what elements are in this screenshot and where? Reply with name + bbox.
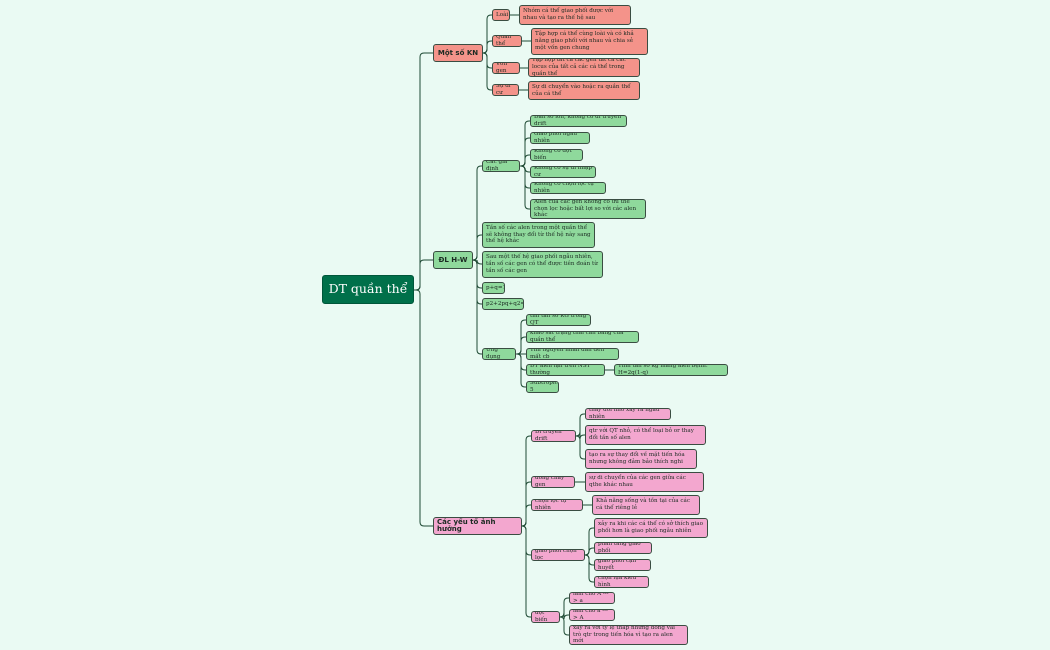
dot-bien-item[interactable]: xảy ra với tỷ lệ thấp nhưng đóng vai trò… <box>569 625 688 645</box>
connector-line <box>520 154 530 167</box>
connector-line <box>516 353 526 388</box>
giao-phoi-item[interactable]: giao phối cận huyết <box>594 559 651 571</box>
yt-dong-chay-gen[interactable]: dòng chảy gen <box>531 476 575 488</box>
drift-item[interactable]: tạo ra sự thay đổi về mặt tiến hóa nhưng… <box>585 449 697 469</box>
connector-line <box>559 616 569 636</box>
hw-gia-dinh-item[interactable]: Không có đột biến <box>530 149 583 161</box>
yt-giao-phoi-chon-loc[interactable]: giao phối chọn lọc <box>531 549 585 561</box>
connector-line <box>414 52 433 291</box>
connector-line <box>414 259 433 291</box>
kn-detail-von-gen[interactable]: Tập hợp tất cả các gen tất cả các locus … <box>528 58 640 77</box>
connector-line <box>414 289 433 527</box>
hw-gia-dinh-item[interactable]: Alen của các gen không có ưu thế chọn lọ… <box>530 199 646 219</box>
ung-dung-item[interactable]: Tìm nguyên nhân dẫn đến mất cb <box>526 348 619 360</box>
hw-gia-dinh-item[interactable]: Không có sự di nhập cư <box>530 166 596 178</box>
ung-dung-item[interactable]: DT alen lặn trên NST thường <box>526 364 605 376</box>
branch-cac-yeu-to[interactable]: Các yếu tố ảnh hưởng <box>433 517 522 535</box>
hw-formula-pq[interactable]: p+q=1 <box>482 282 505 294</box>
connector-line <box>575 435 585 460</box>
chon-loc-item[interactable]: Khả năng sống và tồn tại của các cá thể … <box>592 495 700 515</box>
hw-formula-square[interactable]: p2+2pq+q2=1 <box>482 298 524 310</box>
root-topic[interactable]: DT quần thể <box>322 275 414 304</box>
yt-di-truyen-drift[interactable]: Di truyền drift <box>531 430 576 442</box>
ung-dung-item[interactable]: tìm tần số KG trong QT <box>526 314 591 326</box>
ung-dung-item[interactable]: khảo sát trạng thái cân bằng của quần th… <box>526 331 639 343</box>
drift-item[interactable]: qtr với QT nhỏ, có thể loại bỏ or thay đ… <box>585 425 706 445</box>
connector-line <box>521 504 531 527</box>
hw-statement-1[interactable]: Tần số các alen trong một quần thể sẽ kh… <box>482 222 595 248</box>
connector-line <box>482 40 492 54</box>
dot-bien-item[interactable]: làm cho a ---> A <box>569 609 615 621</box>
ung-dung-item[interactable]: Subtropic 5 <box>526 381 559 393</box>
kn-detail-loai[interactable]: Nhóm cá thể giao phối được với nhau và t… <box>519 5 631 25</box>
hw-gia-dinh-item[interactable]: Dân số lớn, không có di truyền drift <box>530 115 627 127</box>
connector-line <box>584 554 594 583</box>
connector-line <box>516 336 526 355</box>
connector-line <box>482 52 492 91</box>
connector-line <box>575 431 585 440</box>
hw-cac-gia-dinh[interactable]: Các giả định <box>482 160 520 172</box>
connector-line <box>521 525 531 618</box>
giao-phoi-item[interactable]: phân tầng giao phối <box>594 542 652 554</box>
connector-line <box>559 612 569 620</box>
connector-line <box>584 547 594 556</box>
yt-chon-loc-tu-nhien[interactable]: chọn lọc tự nhiên <box>531 499 583 511</box>
kn-detail-quan-the[interactable]: Tập hợp cá thể cùng loài và có khả năng … <box>531 28 648 55</box>
giao-phoi-item[interactable]: chọn lựa kiểu hình <box>594 576 649 588</box>
kn-detail-su-di-cu[interactable]: Sự di chuyển vào hoặc ra quần thể của cá… <box>528 81 640 100</box>
dong-chay-item[interactable]: sự di chuyển của các gen giữa các qthe k… <box>585 472 704 492</box>
kn-topic-von-gen[interactable]: Vốn gen <box>492 62 520 74</box>
connector-line <box>472 259 482 355</box>
branch-dl-hw[interactable]: ĐL H-W <box>433 251 473 269</box>
ung-dung-subdetail[interactable]: Tính tần số kg mang alen bệnh: H=2q(1-q) <box>614 364 728 376</box>
yt-dot-bien[interactable]: đột biến <box>531 611 560 623</box>
giao-phoi-item[interactable]: xảy ra khi các cá thể có sở thích giao p… <box>594 518 708 538</box>
hw-statement-2[interactable]: Sau một thế hệ giao phối ngẫu nhiên, tần… <box>482 251 603 278</box>
kn-topic-quan-the[interactable]: Quần thể <box>492 35 522 47</box>
hw-gia-dinh-item[interactable]: Giao phối ngẫu nhiên <box>530 132 590 144</box>
branch-mot-so-kn[interactable]: Một số KN <box>433 44 483 62</box>
connector-line <box>472 234 482 261</box>
kn-topic-su-di-cu[interactable]: Sự di cư <box>492 84 519 96</box>
kn-topic-loai[interactable]: Loài <box>492 9 510 21</box>
drift-item[interactable]: thay đổi nhỏ xảy ra ngẫu nhiên <box>585 408 671 420</box>
hw-gia-dinh-item[interactable]: Không có chọn lọc tự nhiên <box>530 182 606 194</box>
connector-line <box>520 165 530 210</box>
hw-ung-dung[interactable]: Ứng dụng <box>482 348 516 360</box>
dot-bien-item[interactable]: làm cho A ---> a <box>569 592 615 604</box>
